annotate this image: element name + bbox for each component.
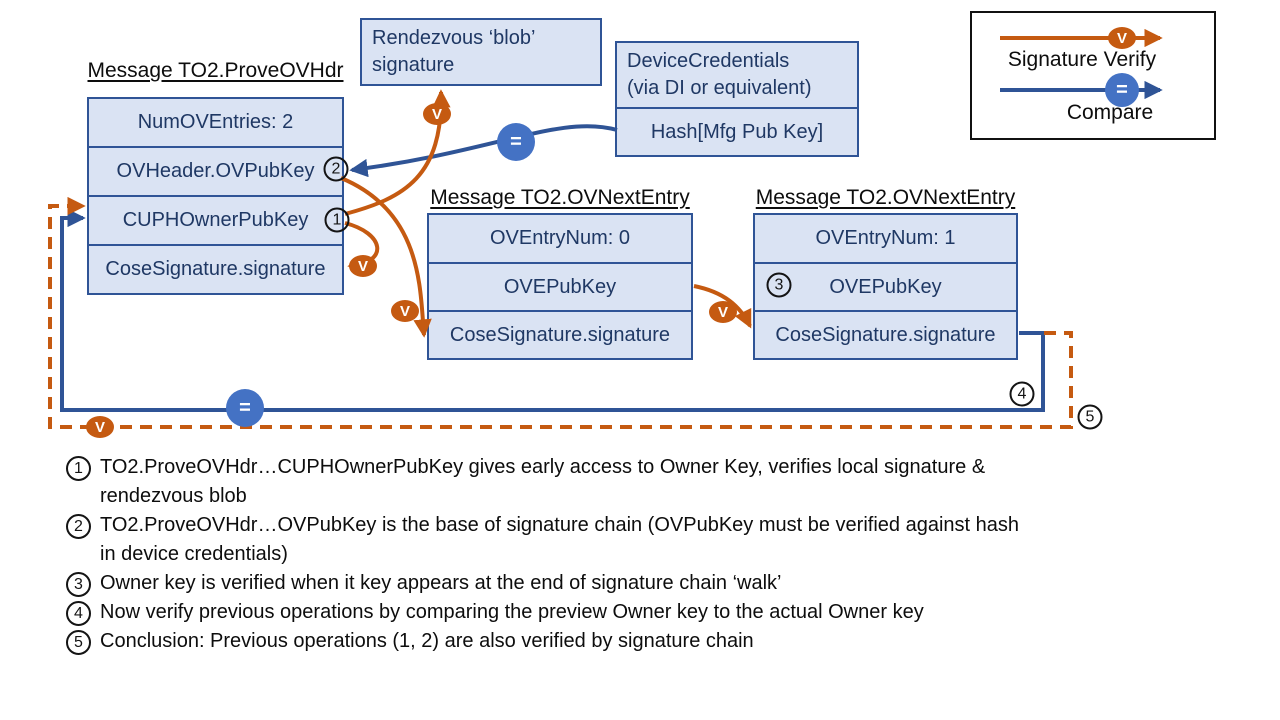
note-item-1: 1 TO2.ProveOVHdr…CUPHOwnerPubKey gives e…	[66, 453, 1226, 511]
row-numoventries: NumOVEntries: 2	[89, 99, 342, 146]
legend-signature-verify-label: Signature Verify	[1007, 48, 1157, 71]
note-item-2: 2 TO2.ProveOVHdr…OVPubKey is the base of…	[66, 511, 1226, 569]
note-marker-5: 5	[66, 630, 91, 655]
ovnextentry0-table: OVEntryNum: 0 OVEPubKey CoseSignature.si…	[427, 213, 693, 360]
ovnextentry0-title: Message TO2.OVNextEntry	[430, 186, 690, 209]
compare-arrow-hash-to-ovpubkey	[349, 124, 618, 178]
verify-badge-icon: V	[349, 255, 377, 277]
device-credentials-line1: DeviceCredentials	[627, 50, 790, 72]
step-marker-4: 4	[1009, 381, 1035, 407]
ovnextentry1-title: Message TO2.OVNextEntry	[755, 186, 1016, 209]
verify-badge-icon: V	[423, 103, 451, 125]
device-credentials-box: DeviceCredentials (via DI or equivalent)…	[615, 41, 859, 157]
compare-badge-icon: =	[226, 389, 264, 427]
note-2-line-2: in device credentials)	[100, 543, 288, 565]
step-marker-3: 3	[766, 272, 792, 298]
note-item-5: 5 Conclusion: Previous operations (1, 2)…	[66, 627, 1226, 656]
row-oventrynum0: OVEntryNum: 0	[429, 215, 691, 262]
ovnextentry1-table: OVEntryNum: 1 OVEPubKey CoseSignature.si…	[753, 213, 1018, 360]
prove-ovhdr-table: NumOVEntries: 2 OVHeader.OVPubKey CUPHOw…	[87, 97, 344, 295]
note-5-line-1: Conclusion: Previous operations (1, 2) a…	[100, 630, 754, 652]
row-cosesignature: CoseSignature.signature	[89, 244, 342, 293]
note-item-4: 4 Now verify previous operations by comp…	[66, 598, 1226, 627]
notes-list: 1 TO2.ProveOVHdr…CUPHOwnerPubKey gives e…	[66, 453, 1226, 656]
note-marker-1: 1	[66, 456, 91, 481]
compare-badge-icon: =	[497, 123, 535, 161]
hash-mfg-pub-key-row: Hash[Mfg Pub Key]	[617, 107, 857, 155]
step-marker-5: 5	[1077, 404, 1103, 430]
row-ovepubkey0: OVEPubKey	[429, 262, 691, 310]
note-marker-2: 2	[66, 514, 91, 539]
step-marker-1: 1	[324, 207, 350, 233]
note-3-line-1: Owner key is verified when it key appear…	[100, 572, 782, 594]
row-oventrynum1: OVEntryNum: 1	[755, 215, 1016, 262]
note-2-line-1: TO2.ProveOVHdr…OVPubKey is the base of s…	[100, 514, 1019, 536]
device-credentials-line2: (via DI or equivalent)	[627, 77, 812, 99]
row-ovepubkey1: OVEPubKey	[755, 262, 1016, 310]
legend-compare-label: Compare	[1066, 101, 1154, 124]
note-marker-3: 3	[66, 572, 91, 597]
prove-ovhdr-title: Message TO2.ProveOVHdr	[87, 59, 344, 82]
note-1-line-2: rendezvous blob	[100, 485, 247, 507]
row-cosesignature1: CoseSignature.signature	[755, 310, 1016, 358]
rendezvous-blob-line2: signature	[372, 54, 455, 76]
row-cosesignature0: CoseSignature.signature	[429, 310, 691, 358]
rendezvous-blob-line1: Rendezvous ‘blob’	[372, 27, 536, 49]
note-1-line-1: TO2.ProveOVHdr…CUPHOwnerPubKey gives ear…	[100, 456, 986, 478]
note-item-3: 3 Owner key is verified when it key appe…	[66, 569, 1226, 598]
note-4-line-1: Now verify previous operations by compar…	[100, 601, 924, 623]
step-marker-2: 2	[323, 156, 349, 182]
verify-badge-icon: V	[86, 416, 114, 438]
legend-box	[970, 11, 1216, 140]
note-marker-4: 4	[66, 601, 91, 626]
verify-badge-icon: V	[1108, 27, 1136, 49]
compare-badge-icon: =	[1105, 73, 1139, 107]
row-ovheader-ovpubkey: OVHeader.OVPubKey	[89, 146, 342, 195]
verify-badge-icon: V	[709, 301, 737, 323]
rendezvous-blob-box: Rendezvous ‘blob’ signature	[360, 18, 602, 86]
row-cuphownerpubkey: CUPHOwnerPubKey	[89, 195, 342, 244]
verify-badge-icon: V	[391, 300, 419, 322]
